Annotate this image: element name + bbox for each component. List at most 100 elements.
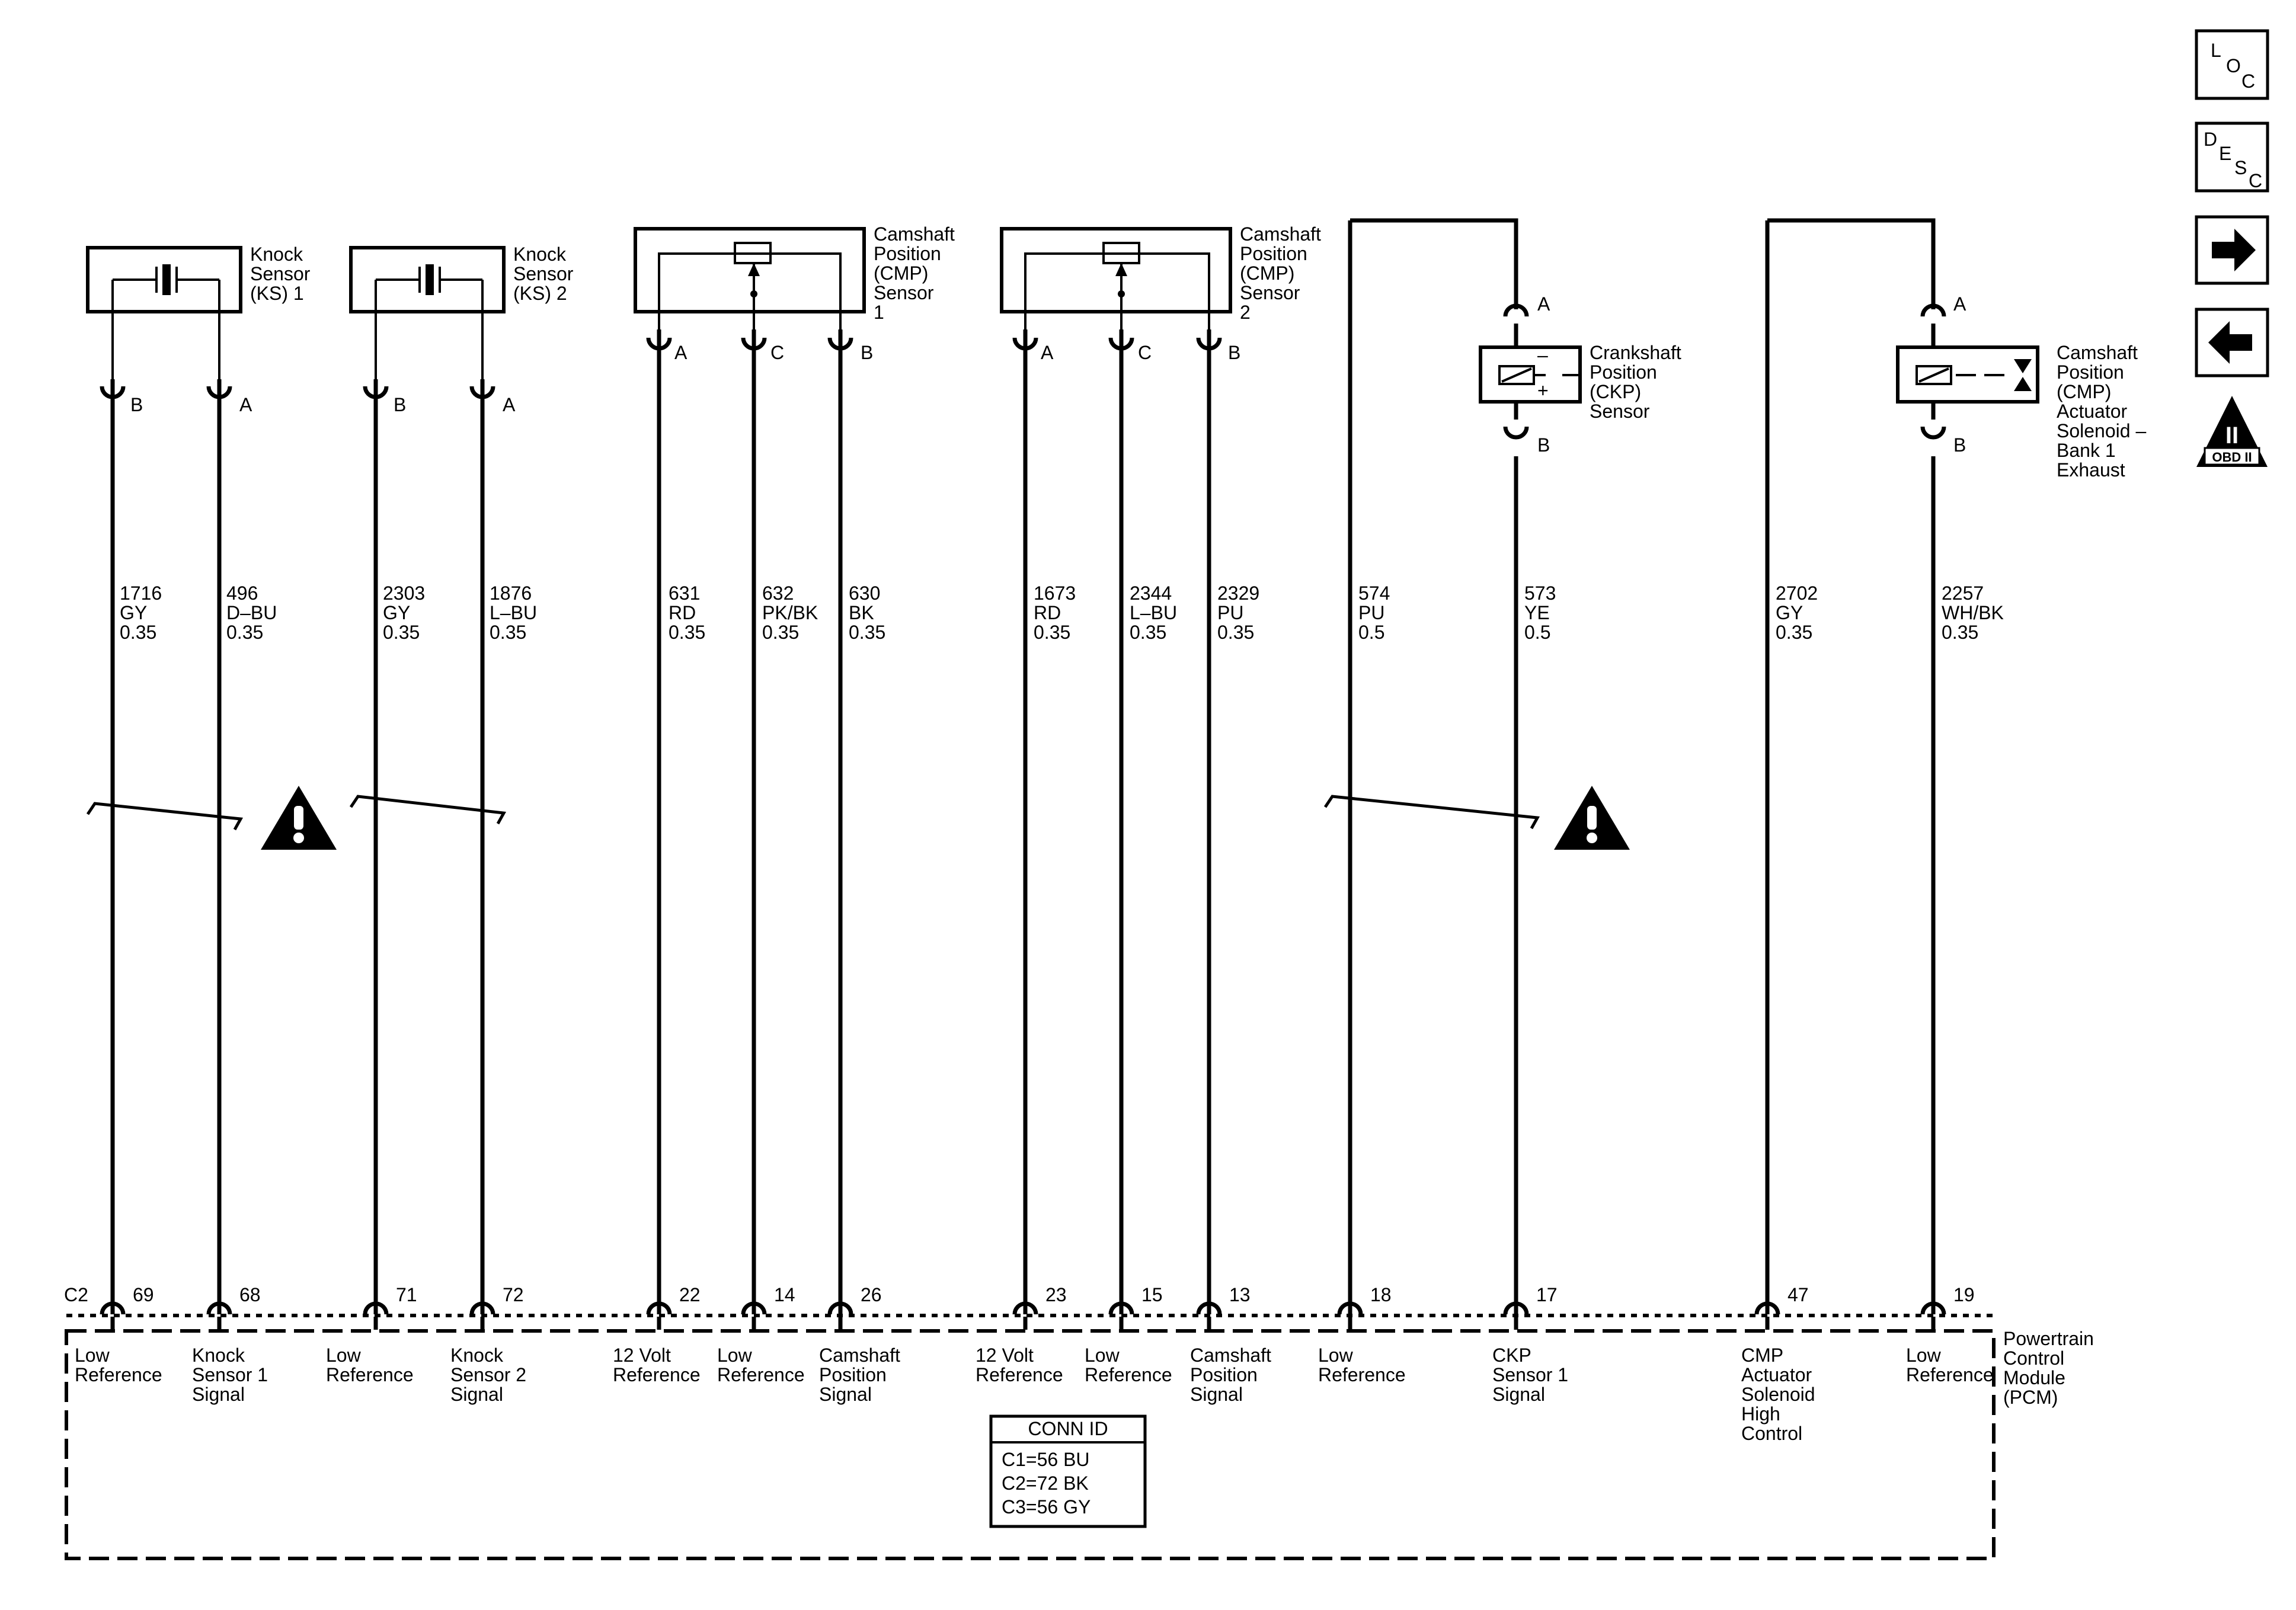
loc-letter-o: O <box>2226 55 2241 76</box>
knock-sensor-2[interactable]: Knock Sensor (KS) 2 <box>349 244 574 379</box>
ks1-pin-a: A <box>239 394 252 415</box>
connector-terminal <box>1196 1301 1222 1315</box>
circuit-id: 1876 <box>490 582 532 604</box>
cmp-sensor-2[interactable]: Camshaft Position (CMP) Sensor 2 <box>1000 223 1321 329</box>
circuit-id: 632 <box>762 582 794 604</box>
connector-terminal <box>1920 426 1946 440</box>
pcm-module[interactable]: C2 Powertrain Control Module (PCM) <box>64 1284 2094 1560</box>
connector-terminal <box>1108 1301 1134 1315</box>
ckp-polarity-minus: – <box>1537 344 1548 366</box>
desc-letter-d: D <box>2204 129 2217 150</box>
ckp-low-ref-rail[interactable] <box>1350 218 1518 309</box>
pcm-function-label: Camshaft <box>819 1345 900 1366</box>
connector-terminal <box>363 1301 389 1315</box>
connector-terminal <box>1920 1301 1946 1315</box>
pcm-function-label: Reference <box>1085 1364 1172 1385</box>
actuator-control-rail[interactable] <box>1767 218 1936 309</box>
cmp1-label-0: Camshaft <box>874 223 955 245</box>
twisted-pair-markers <box>86 795 1540 831</box>
pcm-pin-number: 23 <box>1045 1284 1067 1305</box>
circuit-color: YE <box>1524 602 1550 623</box>
actuator-label-1: Position <box>2057 361 2124 383</box>
component-connector-pins: B A B A A C B A C B A B A B <box>130 293 1966 456</box>
arrow-left-icon <box>2208 321 2252 364</box>
pcm-function-label: Position <box>819 1364 887 1385</box>
circuit-color: WH/BK <box>1942 602 2004 623</box>
circuit-gauge: 0.35 <box>762 622 799 643</box>
desc-button[interactable]: D E S C <box>2195 121 2269 193</box>
cmp2-pin-a: A <box>1041 342 1054 363</box>
cmp2-label-4: 2 <box>1240 302 1251 323</box>
ckp-label-1: Position <box>1590 361 1657 383</box>
pcm-function-label: 12 Volt <box>613 1345 671 1366</box>
arrow-right-icon <box>2212 229 2256 271</box>
pcm-function-label: Knock <box>450 1345 504 1366</box>
connector-terminal <box>469 386 495 399</box>
connector-terminal <box>646 337 672 351</box>
cmp-actuator-solenoid[interactable]: Camshaft Position (CMP) Actuator Solenoi… <box>1896 342 2146 481</box>
connector-terminal <box>363 386 389 399</box>
pcm-function-label: CKP <box>1492 1345 1531 1366</box>
warning-icon[interactable] <box>261 786 337 850</box>
connector-terminal <box>1503 426 1529 440</box>
ks1-label-2: (KS) 1 <box>250 283 304 304</box>
cmp2-label-1: Position <box>1240 243 1307 264</box>
connector-terminal <box>100 386 126 399</box>
connector-terminal <box>1503 1301 1529 1315</box>
prev-page-button[interactable] <box>2195 308 2269 377</box>
cmp-sensor-1[interactable]: Camshaft Position (CMP) Sensor 1 <box>634 223 955 329</box>
connector-terminal <box>1012 337 1038 351</box>
actuator-label-4: Solenoid – <box>2057 420 2146 441</box>
pcm-pin-number: 17 <box>1536 1284 1558 1305</box>
circuit-gauge: 0.35 <box>669 622 705 643</box>
pcm-label-2: Module <box>2003 1367 2065 1388</box>
pcm-label-1: Control <box>2003 1347 2064 1369</box>
cmp1-label-4: 1 <box>874 302 884 323</box>
pcm-function-label: High <box>1741 1403 1780 1425</box>
loc-button[interactable]: L O C <box>2195 29 2269 100</box>
pcm-function-label: Sensor 1 <box>1492 1364 1568 1385</box>
ckp-label-3: Sensor <box>1590 401 1650 422</box>
circuit-id: 2329 <box>1217 582 1259 604</box>
connector-terminal <box>741 337 767 351</box>
ckp-sensor[interactable]: – + Crankshaft Position (CKP) Sensor <box>1479 342 1681 422</box>
next-page-button[interactable] <box>2195 215 2269 285</box>
pcm-function-label: Solenoid <box>1741 1384 1815 1405</box>
connector-terminal <box>206 1301 232 1315</box>
ckp-label-2: (CKP) <box>1590 381 1641 402</box>
circuit-gauge: 0.5 <box>1524 622 1550 643</box>
pcm-function-label: Reference <box>1906 1364 1994 1385</box>
cmp2-label-0: Camshaft <box>1240 223 1321 245</box>
ks2-label-0: Knock <box>513 244 567 265</box>
circuit-color: GY <box>120 602 147 623</box>
cmp1-label-3: Sensor <box>874 282 934 303</box>
pcm-pin-number: 72 <box>503 1284 524 1305</box>
circuit-color: GY <box>1776 602 1803 623</box>
circuit-color: D–BU <box>226 602 277 623</box>
circuit-color: RD <box>1034 602 1061 623</box>
conn-id-title: CONN ID <box>1028 1418 1108 1439</box>
pcm-label-3: (PCM) <box>2003 1387 2058 1408</box>
obd-ii-badge[interactable]: II OBD II <box>2196 396 2268 467</box>
conn-id-row: C3=56 GY <box>1002 1496 1091 1518</box>
knock-sensor-1[interactable]: Knock Sensor (KS) 1 <box>86 244 311 379</box>
circuit-gauge: 0.35 <box>383 622 420 643</box>
conn-id-table: CONN ID C1=56 BU C2=72 BK C3=56 GY <box>989 1414 1147 1528</box>
circuit-color: L–BU <box>1130 602 1177 623</box>
circuit-2702[interactable]: 2702GY0.3547CMPActuatorSolenoidHighContr… <box>1741 220 1818 1444</box>
warning-icon[interactable] <box>1554 786 1630 850</box>
